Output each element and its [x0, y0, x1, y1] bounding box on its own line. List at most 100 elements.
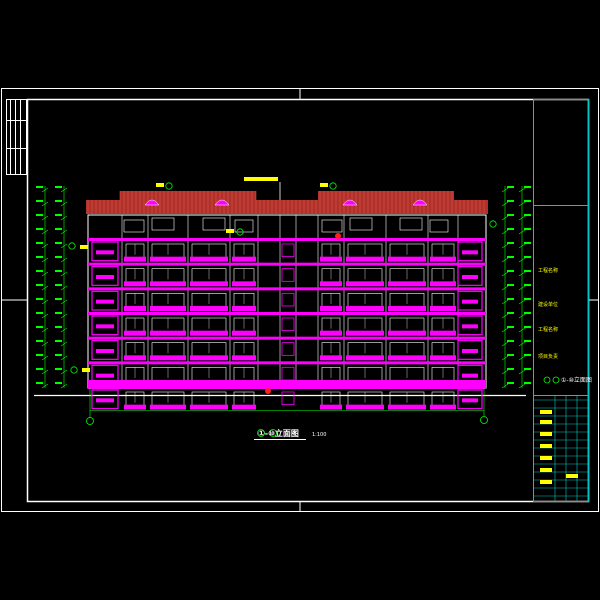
dormer-window-1	[144, 199, 160, 206]
drawing-title-markers	[257, 429, 277, 437]
balcony-rail	[232, 330, 256, 336]
balcony-rail	[346, 330, 384, 336]
attic-window-1	[123, 219, 145, 233]
drawing-scale: 1:100	[312, 432, 326, 438]
side-bay-sill	[96, 299, 114, 304]
balcony-rail	[150, 281, 186, 287]
roof-label-bar	[244, 177, 278, 181]
callout-circle-6	[489, 220, 497, 228]
balcony-rail	[124, 404, 146, 410]
side-bay-window	[91, 389, 119, 410]
balcony-rail	[232, 306, 256, 311]
floor-slab-4	[88, 312, 486, 315]
side-bay-sill	[96, 250, 114, 255]
balcony-rail	[346, 281, 384, 287]
dimension-tick	[518, 327, 526, 333]
dimension-text-mark	[507, 340, 514, 342]
level-marker-upper	[335, 233, 341, 239]
balcony-rail	[346, 256, 384, 262]
side-bay-sill	[96, 398, 114, 403]
balcony-rail	[320, 256, 342, 262]
dimension-text-mark	[507, 312, 514, 314]
balcony-rail	[346, 306, 384, 311]
dimension-text-mark	[507, 284, 514, 286]
balcony-rail	[430, 306, 456, 311]
balcony-rail	[430, 256, 456, 262]
dimension-tick	[518, 257, 526, 263]
dimension-text-mark	[524, 312, 531, 314]
dimension-tick	[518, 369, 526, 375]
stair-window	[281, 292, 295, 307]
dimension-text-mark	[55, 256, 62, 258]
side-bay-window	[91, 266, 119, 286]
balcony-rail	[388, 306, 426, 311]
side-bay-sill	[462, 373, 478, 378]
dimension-text-mark	[36, 354, 43, 356]
dimension-tick	[60, 229, 68, 235]
side-bay-sill	[96, 275, 114, 279]
annotation-tag-5	[82, 368, 90, 372]
dimension-text-mark	[55, 270, 62, 272]
dimension-text-mark	[55, 354, 62, 356]
dimension-tick	[501, 201, 509, 207]
attic-window-5	[321, 219, 343, 233]
dimension-text-mark	[524, 228, 531, 230]
side-bay-window	[91, 241, 119, 262]
dimension-text-mark	[524, 256, 531, 258]
callout-circle-2	[329, 182, 337, 190]
dormer-window-2	[214, 199, 230, 206]
dimension-text-mark	[55, 214, 62, 216]
dormer-window-4	[412, 199, 428, 206]
dimension-text-mark	[55, 326, 62, 328]
balcony-rail	[320, 330, 342, 336]
dimension-tick	[41, 355, 49, 361]
dimension-tick	[41, 271, 49, 277]
side-bay-window	[91, 315, 119, 336]
dimension-tick	[41, 313, 49, 319]
ground-floor-band	[88, 380, 486, 388]
dimension-text-mark	[507, 298, 514, 300]
title-block	[533, 99, 589, 502]
callout-circle-3	[236, 228, 244, 236]
balcony-rail	[190, 256, 228, 262]
dimension-text-mark	[55, 186, 62, 188]
title-block-entry-2	[540, 420, 552, 424]
balcony-rail	[320, 355, 342, 361]
stair-window	[281, 391, 295, 406]
side-bay-window	[457, 290, 483, 311]
dimension-tick	[518, 313, 526, 319]
dimension-text-mark	[36, 242, 43, 244]
dimension-tick	[518, 355, 526, 361]
dimension-text-mark	[507, 228, 514, 230]
binding-strip	[6, 99, 27, 175]
title-block-entry-7	[540, 480, 552, 484]
dimension-text-mark	[55, 284, 62, 286]
dimension-text-mark	[524, 242, 531, 244]
floor-slab-3	[88, 287, 486, 291]
dimension-tick	[60, 341, 68, 347]
title-note-4: 项目负责	[538, 353, 558, 360]
dimension-text-mark	[36, 186, 43, 188]
dimension-tick	[501, 285, 509, 291]
stair-window	[281, 366, 295, 381]
dimension-tick	[501, 383, 509, 389]
balcony-rail	[430, 404, 456, 410]
dimension-tick	[501, 257, 509, 263]
dimension-tick	[41, 215, 49, 221]
attic-window-2	[151, 217, 175, 231]
dimension-tick	[518, 383, 526, 389]
drawing-title: ①-⑩立面图	[258, 428, 299, 438]
dimension-text-mark	[524, 368, 531, 370]
balcony-rail	[190, 306, 228, 311]
title-block-entry-8	[566, 474, 578, 478]
dimension-tick	[501, 313, 509, 319]
side-bay-window	[457, 266, 483, 286]
dimension-text-mark	[507, 214, 514, 216]
dimension-text-mark	[55, 382, 62, 384]
balcony-rail	[232, 281, 256, 287]
dimension-tick	[501, 327, 509, 333]
title-block-entry-5	[540, 456, 552, 460]
balcony-rail	[430, 330, 456, 336]
dimension-tick	[60, 355, 68, 361]
dimension-tick	[501, 215, 509, 221]
